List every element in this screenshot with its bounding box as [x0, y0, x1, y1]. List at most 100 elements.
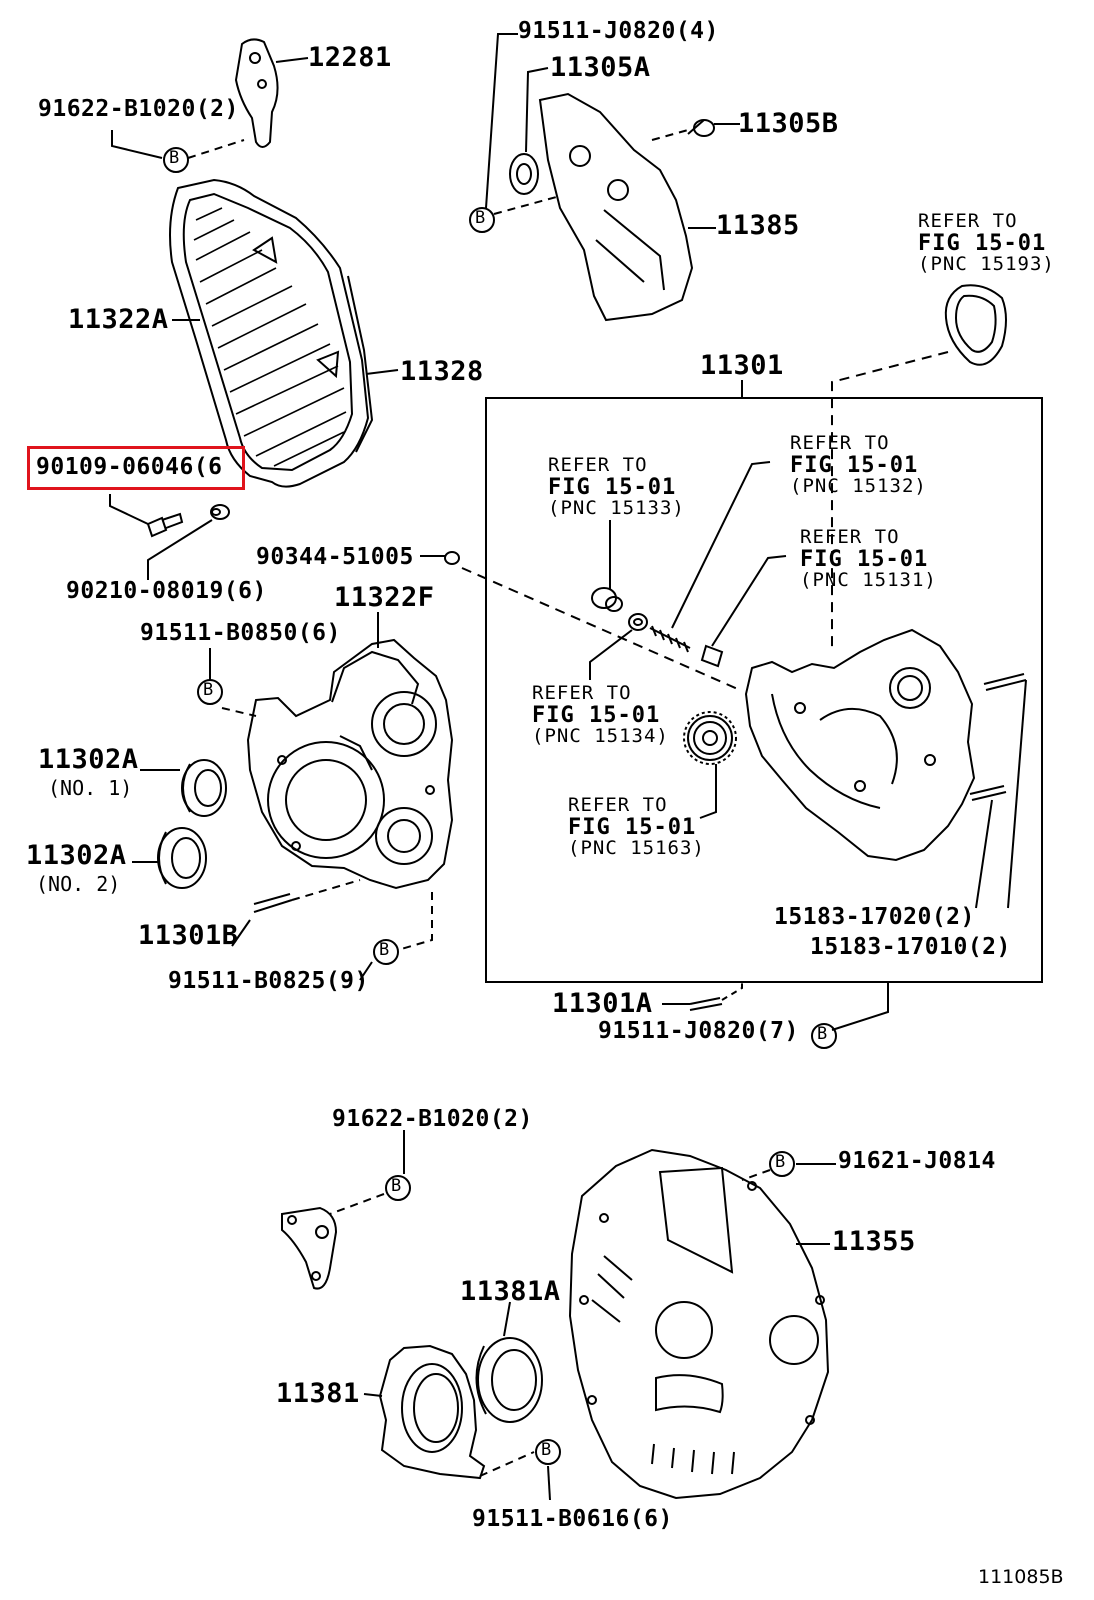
dash-91622-bottom [329, 1193, 385, 1215]
figure-id: 111085B [978, 1566, 1064, 1588]
leader-15183-17020 [1007, 679, 1027, 909]
part-15133-plug [591, 587, 623, 612]
part-11328-gasket [347, 275, 374, 453]
part-11302A-seal-no1 [181, 759, 227, 817]
dash-91511-B0850 [221, 707, 257, 717]
part-11301-group-box [485, 397, 1043, 983]
part-label-11301b[interactable]: 11301B [138, 920, 239, 951]
part-label-11381[interactable]: 11381 [276, 1378, 360, 1409]
part-label-11302a-no1[interactable]: 11302A [38, 744, 139, 775]
part-label-91511-j0820-7[interactable]: 91511-J0820(7) [598, 1018, 799, 1044]
part-label-12281[interactable]: 12281 [308, 42, 392, 73]
part-label-91622-b1020-top[interactable]: 91622-B1020(2) [38, 96, 239, 122]
part-label-91511-b0616[interactable]: 91511-B0616(6) [472, 1506, 673, 1532]
part-11385-retainer [538, 92, 694, 322]
part-label-91511-b0850[interactable]: 91511-B0850(6) [140, 620, 341, 646]
refer-note-15133[interactable]: REFER TO FIG 15-01 (PNC 15133) [548, 455, 685, 520]
dash-91511-B0825 [397, 892, 433, 951]
part-label-91511-j0820-4[interactable]: 91511-J0820(4) [518, 18, 719, 44]
bolt-marker-letter: B [391, 1176, 402, 1196]
part-15193-oring [944, 284, 1007, 366]
part-sublabel-no2: (NO. 2) [36, 872, 121, 896]
leader-15163 [699, 764, 717, 819]
leader-11305A [525, 67, 549, 153]
refer-pnc: (PNC 15134) [532, 725, 669, 748]
bolt-marker-b [811, 1023, 837, 1049]
refer-line: REFER TO [790, 432, 890, 454]
part-label-11381a[interactable]: 11381A [460, 1276, 561, 1307]
part-label-11305b[interactable]: 11305B [738, 108, 839, 139]
part-90109-bolt [146, 512, 184, 538]
part-label-90344-51005[interactable]: 90344-51005 [256, 544, 414, 570]
part-label-11301[interactable]: 11301 [700, 350, 784, 381]
bolt-marker-letter: B [203, 680, 214, 700]
leader-15131 [711, 555, 787, 647]
part-15183-17010-stud [969, 785, 1007, 801]
refer-fig: FIG 15-01 [548, 474, 677, 500]
refer-fig: FIG 15-01 [800, 546, 929, 572]
part-label-11305a[interactable]: 11305A [550, 52, 651, 83]
part-15183-17020-stud [983, 673, 1027, 691]
part-label-11322f[interactable]: 11322F [334, 582, 435, 613]
part-15132-spring [649, 625, 691, 653]
part-15163-gear [683, 711, 737, 765]
part-90210-washer [210, 504, 230, 520]
part-label-11385[interactable]: 11385 [716, 210, 800, 241]
part-label-15183-17010[interactable]: 15183-17010(2) [810, 934, 1011, 960]
part-label-91622-b1020-bottom[interactable]: 91622-B1020(2) [332, 1106, 533, 1132]
bolt-marker-letter: B [775, 1152, 786, 1172]
leader-11381A [503, 1301, 511, 1337]
part-11305A-seal [509, 153, 539, 195]
leader-11381 [363, 1393, 383, 1397]
leader-15132 [671, 461, 771, 629]
bolt-marker-letter: B [541, 1440, 552, 1460]
refer-note-15163[interactable]: REFER TO FIG 15-01 (PNC 15163) [568, 794, 705, 859]
part-11355-end-plate [568, 1148, 830, 1500]
part-label-15183-17020[interactable]: 15183-17020(2) [774, 904, 975, 930]
dash-11301A [721, 982, 743, 1001]
refer-pnc: (PNC 15133) [548, 497, 685, 520]
bolt-marker-b [373, 939, 399, 965]
part-15134-washer [628, 613, 648, 631]
dash-91622-top [187, 139, 245, 159]
part-label-11301a[interactable]: 11301A [552, 988, 653, 1019]
refer-line: REFER TO [918, 210, 1018, 232]
refer-note-15134[interactable]: REFER TO FIG 15-01 (PNC 15134) [532, 682, 669, 748]
leader-91511-B0616 [547, 1465, 551, 1501]
leader-90210 [147, 519, 213, 580]
part-11301A-pin [689, 997, 723, 1011]
part-label-90210-08019[interactable]: 90210-08019(6) [66, 578, 267, 604]
part-label-11302a-no2[interactable]: 11302A [26, 840, 127, 871]
leader-11301B [231, 919, 251, 947]
part-label-91621-j0814[interactable]: 91621-J0814 [838, 1148, 996, 1174]
part-label-91511-b0825[interactable]: 91511-B0825(9) [168, 968, 369, 994]
refer-line: REFER TO [800, 526, 900, 548]
leader-15183-17010 [975, 799, 993, 909]
part-label-11328[interactable]: 11328 [400, 356, 484, 387]
refer-line: REFER TO [568, 794, 668, 816]
refer-fig: FIG 15-01 [532, 702, 661, 728]
leader-15134 [589, 629, 633, 680]
part-label-11322a[interactable]: 11322A [68, 304, 169, 335]
refer-note-15193[interactable]: REFER TO FIG 15-01 (PNC 15193) [918, 210, 1055, 275]
leader-91511-B0825 [359, 961, 373, 981]
part-sublabel-no1: (NO. 1) [48, 776, 133, 800]
part-91622-bracket [281, 1206, 338, 1290]
refer-note-15132[interactable]: REFER TO FIG 15-01 (PNC 15132) [790, 432, 927, 498]
dash-91511-J0820-4 [493, 195, 561, 215]
part-11301B-stud [253, 893, 293, 913]
part-12281-bracket [234, 38, 279, 148]
part-label-90109-06046[interactable]: 90109-06046(6 [36, 454, 223, 480]
refer-line: REFER TO [532, 682, 632, 704]
refer-pnc: (PNC 15132) [790, 475, 927, 498]
bolt-marker-b [769, 1151, 795, 1177]
refer-fig: FIG 15-01 [568, 814, 697, 840]
part-label-11355[interactable]: 11355 [832, 1226, 916, 1257]
dash-11305B [651, 129, 689, 141]
bolt-marker-letter: B [475, 208, 486, 228]
part-11381A-seal [475, 1337, 543, 1423]
refer-pnc: (PNC 15131) [800, 569, 937, 592]
refer-note-15131[interactable]: REFER TO FIG 15-01 (PNC 15131) [800, 526, 937, 592]
leader-11328 [365, 369, 399, 375]
